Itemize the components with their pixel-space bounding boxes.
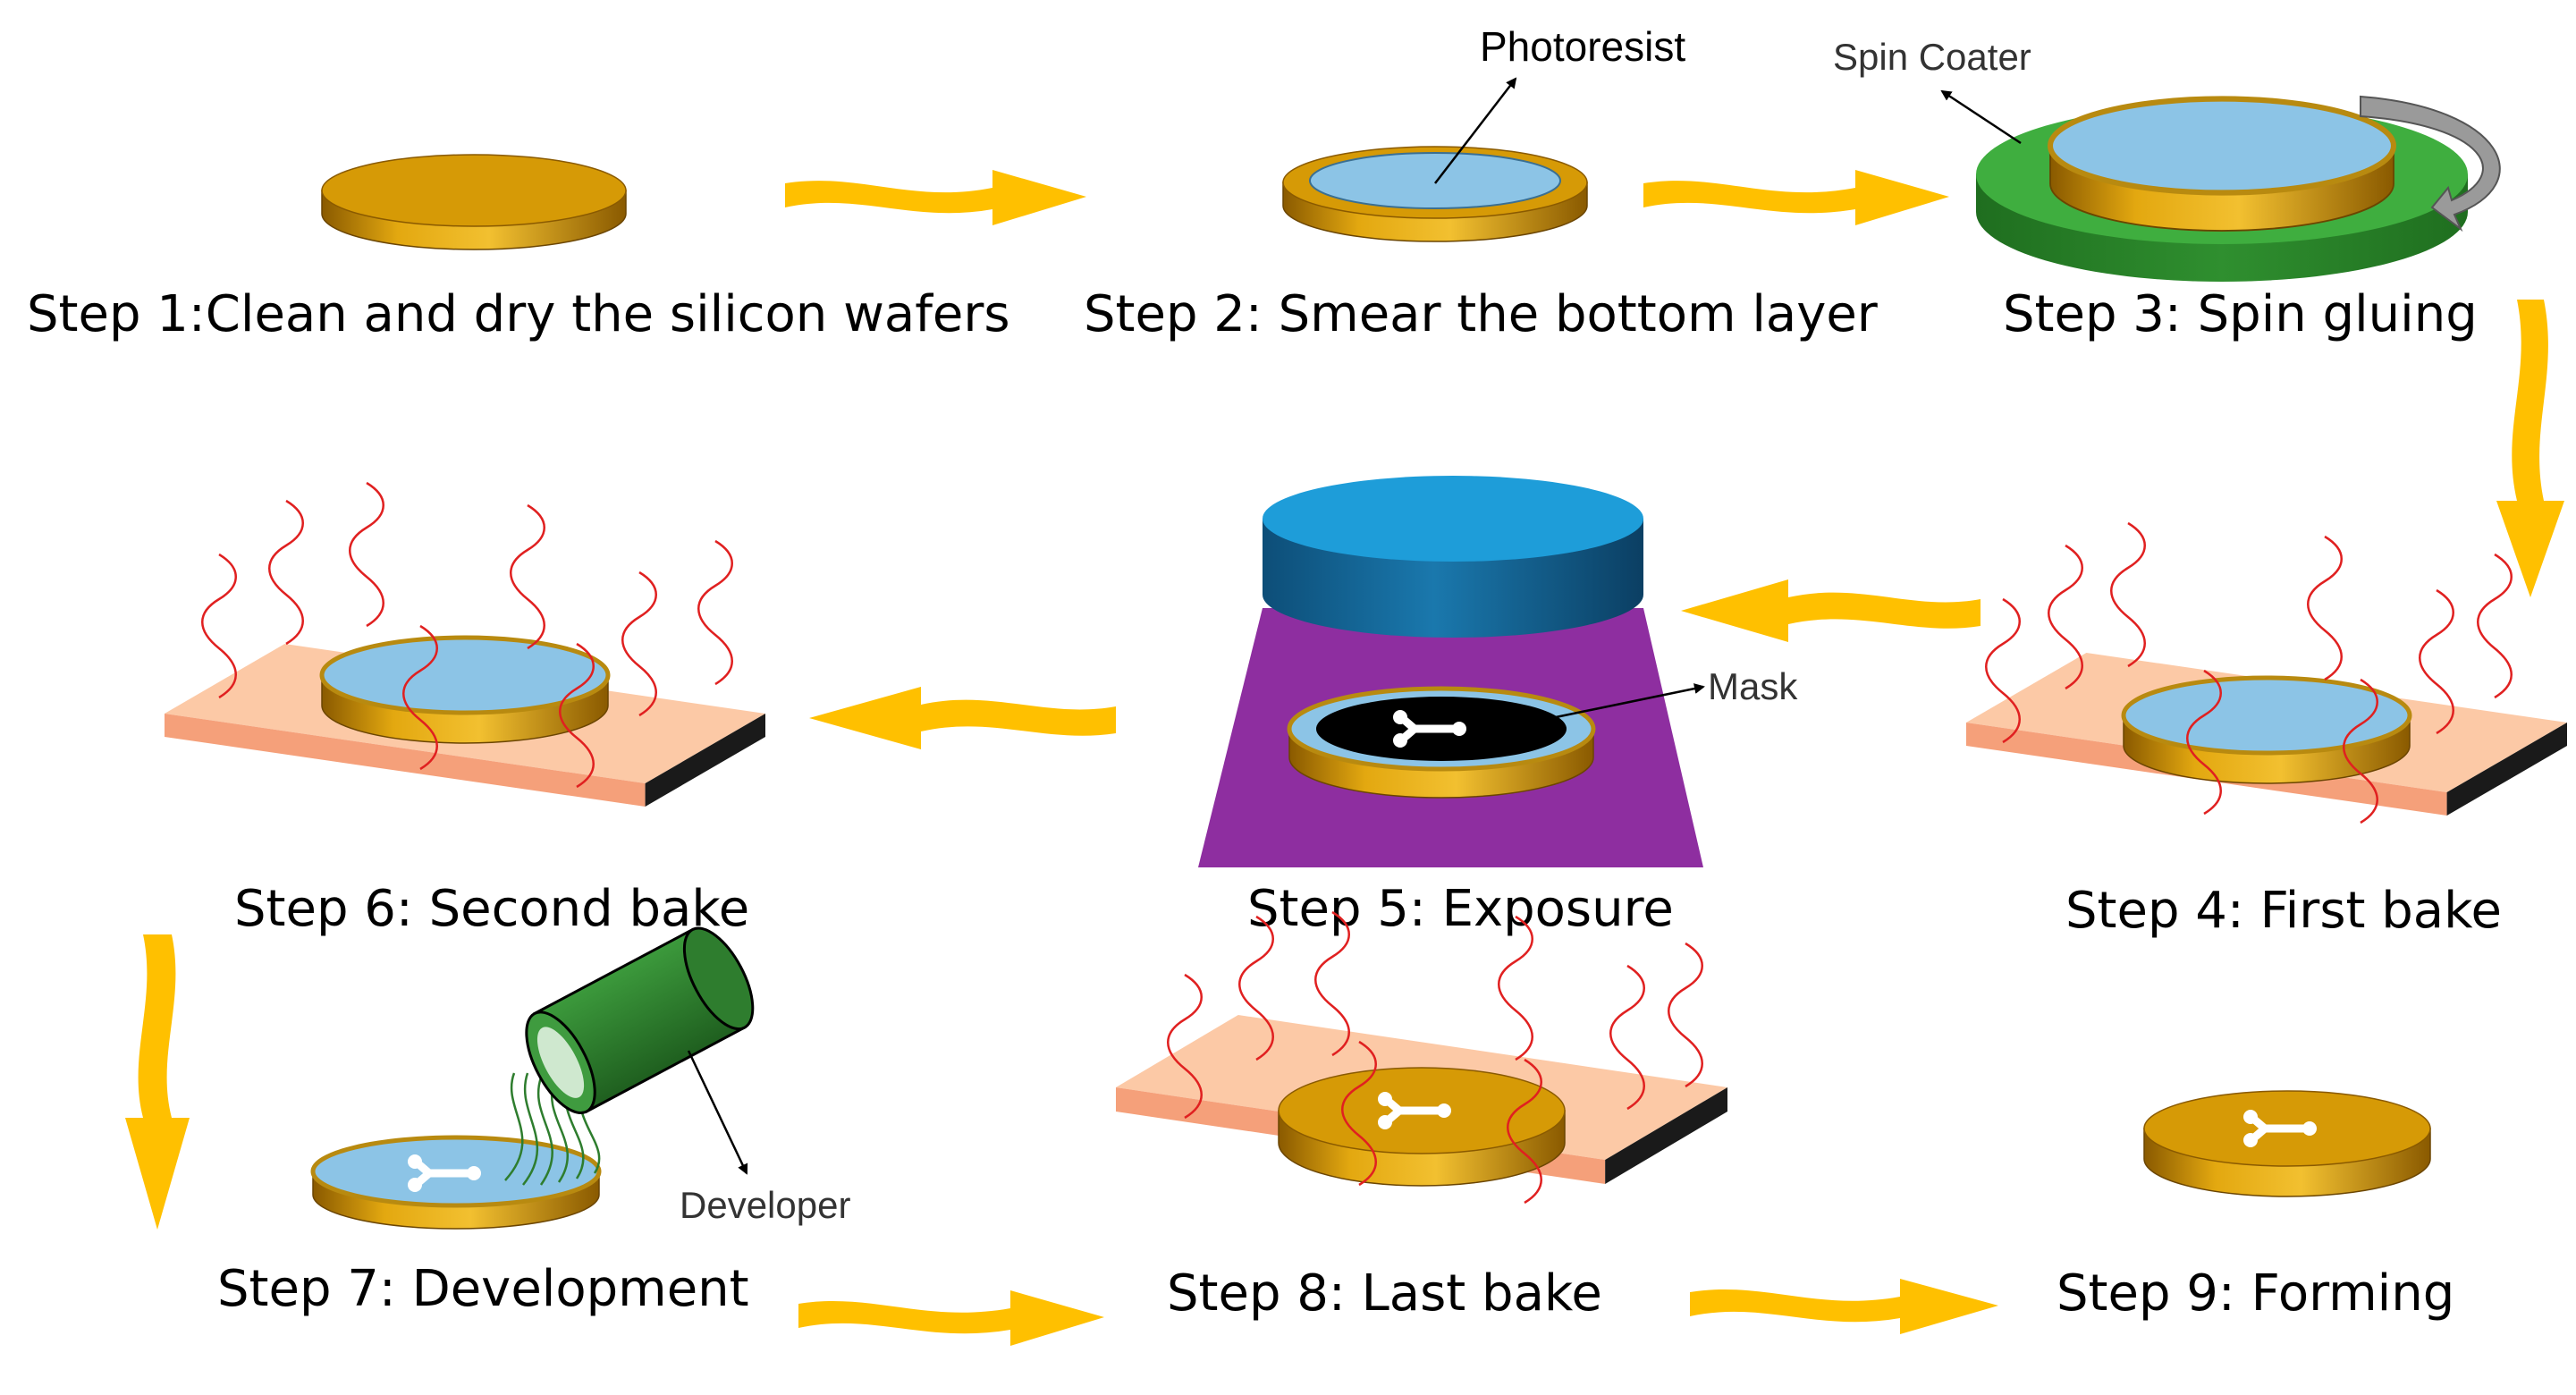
- mask-callout: Mask: [1708, 665, 1798, 707]
- flow-arrow-icon: [798, 1290, 1104, 1346]
- step-label: Step 6: Second bake: [234, 880, 749, 938]
- silicon-wafer: [321, 154, 627, 250]
- spin-coater: [1976, 99, 2468, 282]
- flow-arrow-icon: [1643, 170, 1949, 225]
- flow-arrow-icon: [1690, 1279, 1998, 1334]
- wafer-development: [310, 1135, 602, 1230]
- step-label: Step 1:Clean and dry the silicon wafers: [27, 285, 1010, 343]
- hotplate-first-bake: [1966, 653, 2567, 816]
- wafer-with-photoresist: [1282, 146, 1588, 242]
- pointer-arrow-icon: [1940, 89, 2022, 145]
- flow-arrow-icon: [2496, 300, 2564, 597]
- flow-arrow-icon: [785, 170, 1086, 225]
- step-label: Step 3: Spin gluing: [2003, 285, 2478, 343]
- hotplate-second-bake: [165, 638, 765, 807]
- step-label: Step 5: Exposure: [1247, 880, 1674, 938]
- pointer-arrow-icon: [687, 1050, 748, 1175]
- step-label: Step 4: First bake: [2065, 882, 2502, 940]
- hotplate-last-bake: [1116, 1015, 1727, 1187]
- developer-callout: Developer: [680, 1184, 850, 1226]
- step-label: Step 7: Development: [217, 1260, 749, 1318]
- step-label: Step 2: Smear the bottom layer: [1084, 285, 1879, 343]
- spin-coater-callout: Spin Coater: [1833, 36, 2031, 78]
- pointer-arrow-icon: [1555, 683, 1705, 719]
- flow-arrow-icon: [125, 934, 190, 1230]
- pointer-arrow-icon: [1434, 77, 1517, 184]
- flow-arrow-icon: [1681, 579, 1981, 642]
- formed-wafer: [2143, 1090, 2431, 1197]
- step-label: Step 8: Last bake: [1167, 1264, 1602, 1323]
- exposure-setup: [1198, 476, 1703, 867]
- rotation-arrow-icon: [2360, 95, 2501, 232]
- photoresist-callout: Photoresist: [1480, 23, 1685, 70]
- developer-bottle: [525, 926, 755, 1114]
- step-label: Step 9: Forming: [2057, 1264, 2454, 1323]
- flow-arrow-icon: [809, 687, 1116, 749]
